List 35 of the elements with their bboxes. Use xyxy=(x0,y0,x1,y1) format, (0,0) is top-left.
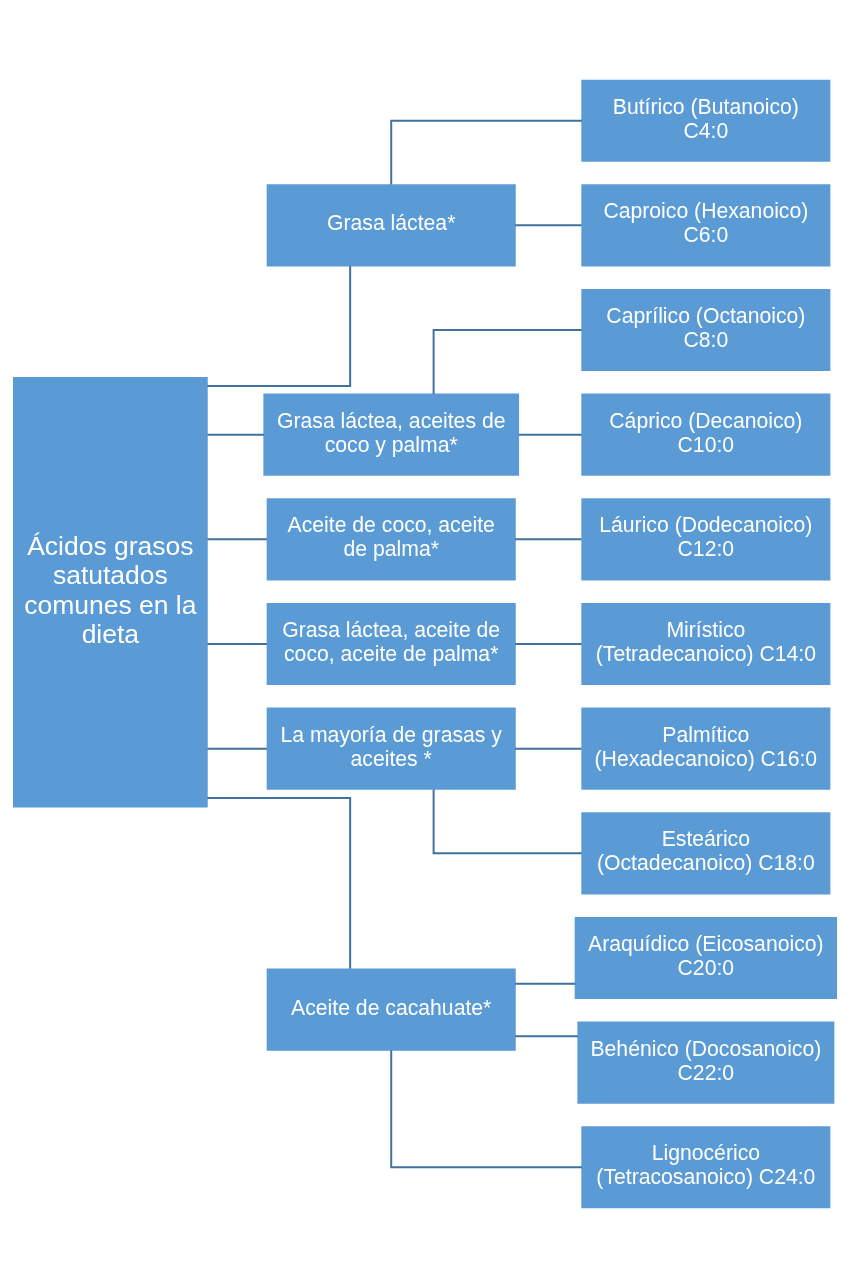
connector xyxy=(206,796,352,970)
connector xyxy=(390,119,583,186)
connector xyxy=(206,433,265,436)
node-box: Grasa láctea, aceites de coco y palma* xyxy=(263,393,520,476)
connector xyxy=(390,1048,583,1168)
node-box: La mayoría de grasas y aceites * xyxy=(266,707,516,790)
node-box: Caprílico (Octanoico) C8:0 xyxy=(581,288,831,371)
node-box: Grasa láctea* xyxy=(266,183,516,266)
connector xyxy=(206,537,268,540)
node-box: Lignocérico (Tetracosanoico) C24:0 xyxy=(581,1125,831,1208)
node-box: Esteárico (Octadecanoico) C18:0 xyxy=(581,811,831,894)
node-box: Palmítico (Hexadecanoico) C16:0 xyxy=(581,707,831,790)
connector xyxy=(517,433,583,436)
node-box: Aceite de coco, aceite de palma* xyxy=(266,497,516,580)
connector xyxy=(514,747,583,750)
node-box: Aceite de cacahuate* xyxy=(266,968,516,1051)
node-box: Ácidos grasos satutados comunes en la dieta xyxy=(13,376,208,808)
connector xyxy=(206,747,268,750)
node-box: Láurico (Dodecanoico) C12:0 xyxy=(581,497,831,580)
node-box: Cáprico (Decanoico) C10:0 xyxy=(581,393,831,476)
connector xyxy=(514,642,583,645)
node-box: Mirístico (Tetradecanoico) C14:0 xyxy=(581,602,831,685)
connector xyxy=(432,787,583,854)
connector xyxy=(514,223,583,226)
connector xyxy=(432,328,583,395)
connector xyxy=(206,642,268,645)
node-box: Araquídico (Eicosanoico) C20:0 xyxy=(574,916,837,999)
node-box: Behénico (Docosanoico) C22:0 xyxy=(577,1021,835,1104)
node-box: Butírico (Butanoico) C4:0 xyxy=(581,79,831,162)
connector xyxy=(514,1034,579,1037)
connector xyxy=(206,264,352,387)
node-box: Grasa láctea, aceite de coco, aceite de palma* xyxy=(266,602,516,685)
node-box: Caproico (Hexanoico) C6:0 xyxy=(581,183,831,266)
connector xyxy=(514,537,583,540)
connector xyxy=(514,982,577,985)
